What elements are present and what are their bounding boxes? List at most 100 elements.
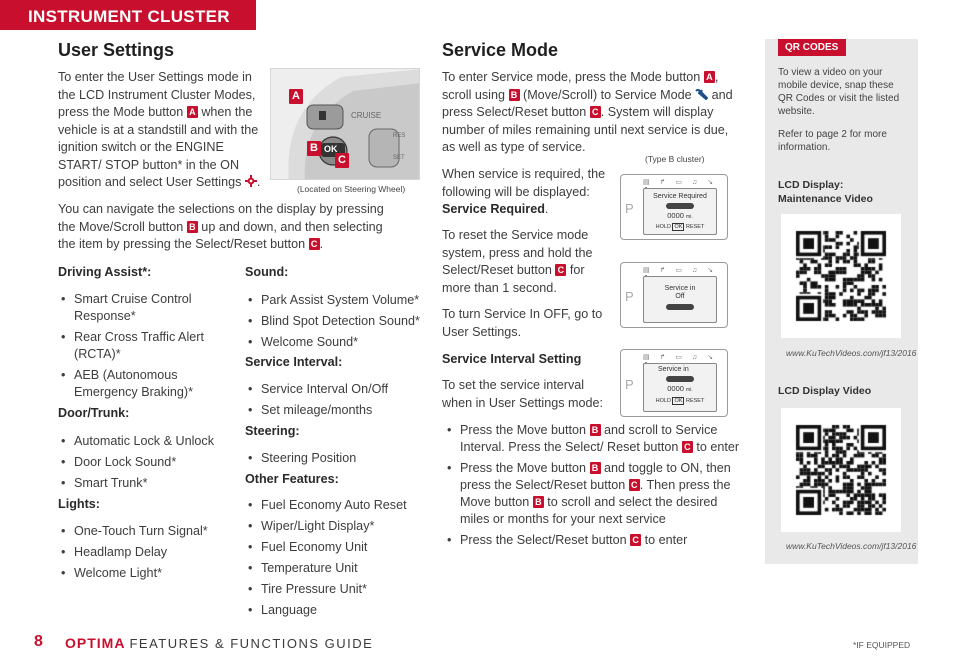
service-interval-list: Service Interval On/OffSet mileage/month… <box>245 381 425 423</box>
lcd-icon-strip: ▤ ↱ ▭ ♫ ↘ ✿ <box>643 267 717 282</box>
lcd1-value-line: 0000 mi. <box>644 211 716 220</box>
lcd1-ok: OK <box>672 223 685 231</box>
navigate-text: You can navigate the selections on the d… <box>58 202 384 251</box>
ok-button-label: OK <box>324 144 338 154</box>
lcd-service-in: P ▤ ↱ ▭ ♫ ↘ ✿ Service in 0000 mi. HOLD O… <box>620 349 728 417</box>
video1-heading-line2: Maintenance Video <box>778 193 873 205</box>
qr-pattern-2 <box>781 408 901 532</box>
list-item: Set mileage/months <box>245 402 425 419</box>
qr-code-lcd-display-video[interactable] <box>781 408 901 532</box>
qr-refer-text: Refer to page 2 for more information. <box>778 129 887 153</box>
lcd3-wrench-bar <box>666 376 694 382</box>
lights-list: One-Touch Turn Signal*Headlamp DelayWelc… <box>58 523 236 586</box>
interval-steps-list: Press the Move button B and scroll to Se… <box>444 422 740 553</box>
cruise-label: CRUISE <box>351 111 382 120</box>
list-item: Blind Spot Detection Sound* <box>245 313 425 330</box>
interval-step-2: Press the Move button B and toggle to ON… <box>444 460 740 528</box>
qr-instructions: To view a video on your mobile device, s… <box>778 67 900 117</box>
callout-c-badge: C <box>628 479 640 491</box>
callout-c-badge: C <box>589 106 601 118</box>
service-required-label: Service Required <box>442 202 545 216</box>
list-item: Temperature Unit <box>245 560 425 577</box>
callout-b-badge: B <box>589 424 601 436</box>
callout-c: C <box>335 153 349 168</box>
wrench-icon <box>695 88 709 102</box>
video1-heading: LCD Display: Maintenance Video <box>778 178 873 206</box>
lcd3-value-line: 0000 mi. <box>644 384 716 393</box>
video1-url[interactable]: www.KuTechVideos.com/jf13/2016 <box>786 348 917 358</box>
lcd3-unit: mi. <box>686 387 693 393</box>
other-features-heading: Other Features: <box>245 472 339 486</box>
lcd3-reset: RESET <box>685 398 705 404</box>
lcd3-ok: OK <box>672 397 685 405</box>
list-item: Language <box>245 602 425 619</box>
lcd1-hold-line: HOLD OK RESET <box>644 223 716 231</box>
turn-off-text: To turn Service In OFF, go to User Setti… <box>442 307 603 339</box>
lcd2-line2: Off <box>675 293 685 300</box>
list-item: Automatic Lock & Unlock <box>58 433 236 450</box>
callout-c-badge: C <box>555 264 567 276</box>
other-features-list: Fuel Economy Auto ResetWiper/Light Displ… <box>245 497 425 623</box>
list-item: One-Touch Turn Signal* <box>58 523 236 540</box>
service-mode-title: Service Mode <box>442 40 559 60</box>
lcd1-hold: HOLD <box>655 224 671 230</box>
list-item: Wiper/Light Display* <box>245 518 425 535</box>
service-interval-setting-heading: Service Interval Setting <box>442 352 582 366</box>
steering-heading: Steering: <box>245 424 300 438</box>
lcd2-line1: Service in <box>664 285 696 292</box>
callout-c-badge: C <box>630 534 642 546</box>
driving-assist-heading: Driving Assist*: <box>58 265 152 279</box>
lcd-service-required: P ▤ ↱ ▭ ♫ ↘ ✿ Service Required 0000 mi. … <box>620 174 728 240</box>
service-mode-intro: To enter Service mode, press the Mode bu… <box>442 70 733 154</box>
door-trunk-list: Automatic Lock & UnlockDoor Lock Sound* S… <box>58 433 236 496</box>
lcd1-title: Service Required <box>653 193 707 200</box>
lcd1-wrench-bar <box>666 203 694 209</box>
sound-heading: Sound: <box>245 265 289 279</box>
reset-text: To reset the Service mode system, press … <box>442 228 593 295</box>
res-label: RES <box>393 133 406 139</box>
lcd-icon-strip: ▤ ↱ ▭ ♫ ↘ ✿ <box>643 179 717 194</box>
steering-list: Steering Position <box>245 450 425 471</box>
service-interval-heading: Service Interval: <box>245 355 343 369</box>
list-item: Tire Pressure Unit* <box>245 581 425 598</box>
list-item: Steering Position <box>245 450 425 467</box>
lcd1-value: 0000 <box>667 211 684 220</box>
callout-b-badge: B <box>532 496 544 508</box>
user-settings-title: User Settings <box>58 40 175 60</box>
list-item: Park Assist System Volume* <box>245 292 425 309</box>
lights-heading: Lights: <box>58 497 100 511</box>
interval-step-1: Press the Move button B and scroll to Se… <box>444 422 740 456</box>
callout-c-badge: C <box>308 238 320 250</box>
page-number: 8 <box>34 633 43 650</box>
list-item: Smart Cruise Control Response* <box>58 291 236 325</box>
video1-heading-line1: LCD Display: <box>778 179 844 191</box>
user-settings-intro: To enter the User Settings mode in the L… <box>58 70 261 189</box>
interval-step-3: Press the Select/Reset button C to enter <box>444 532 740 549</box>
list-item: Fuel Economy Unit <box>245 539 425 556</box>
steering-wheel-illustration: CRUISE RES SET OK A B C <box>270 68 420 180</box>
list-item: Fuel Economy Auto Reset <box>245 497 425 514</box>
lcd-icon-strip: ▤ ↱ ▭ ♫ ↘ ✿ <box>643 354 717 369</box>
when-required-text: When service is required, the following … <box>442 167 606 199</box>
lcd3-hold: HOLD <box>655 398 671 404</box>
park-indicator: P <box>625 377 634 392</box>
list-item: Welcome Light* <box>58 565 236 582</box>
list-item: Rear Cross Traffic Alert (RCTA)* <box>58 329 236 363</box>
qr-pattern-1 <box>781 214 901 338</box>
lcd1-reset: RESET <box>685 224 705 230</box>
lcd3-title: Service in <box>658 366 689 373</box>
lcd2-wrench-bar <box>666 304 694 310</box>
callout-b-badge: B <box>589 462 601 474</box>
park-indicator: P <box>625 201 634 216</box>
guide-name: FEATURES & FUNCTIONS GUIDE <box>129 636 374 651</box>
lcd-screen-1: Service Required 0000 mi. HOLD OK RESET <box>643 188 717 235</box>
qr-codes-tab: QR CODES <box>778 39 846 56</box>
video2-url[interactable]: www.KuTechVideos.com/jf13/2016 <box>786 541 917 551</box>
qr-code-maintenance-video[interactable] <box>781 214 901 338</box>
callout-a-badge: A <box>703 71 715 83</box>
sound-list: Park Assist System Volume* Blind Spot Det… <box>245 292 425 355</box>
wheel-caption: (Located on Steering Wheel) <box>297 184 406 194</box>
list-item: Smart Trunk* <box>58 475 236 492</box>
list-item: Door Lock Sound* <box>58 454 236 471</box>
